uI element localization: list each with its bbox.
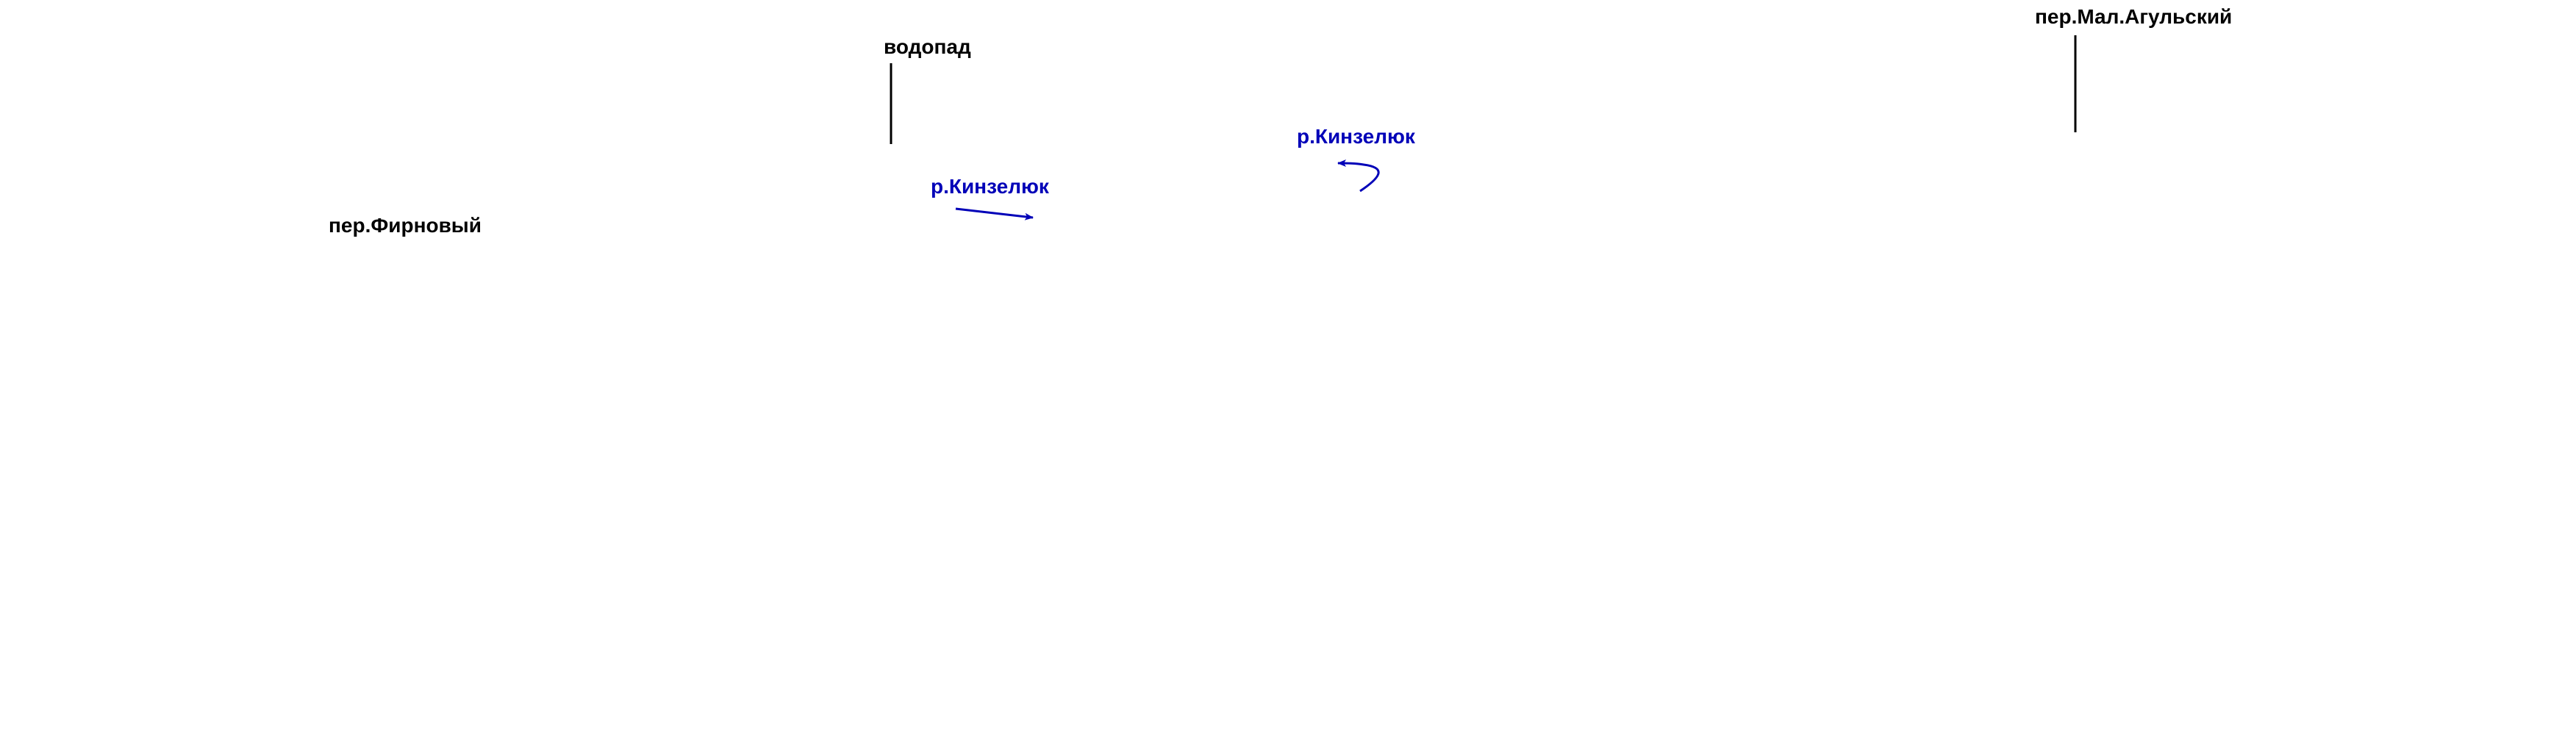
river-kinzelyuk-upper-label: р.Кинзелюк (1297, 125, 1415, 148)
pass-firnovy-label: пер.Фирновый (329, 214, 482, 237)
waterfall-label: водопад (884, 35, 971, 58)
river-kinzelyuk-lower-label: р.Кинзелюк (931, 175, 1049, 198)
river-flow-arrow-upper (1337, 159, 1380, 193)
river-flow-arrow-lower (955, 207, 1034, 220)
pass-mal-agulsky-label: пер.Мал.Агульский (2035, 5, 2233, 28)
